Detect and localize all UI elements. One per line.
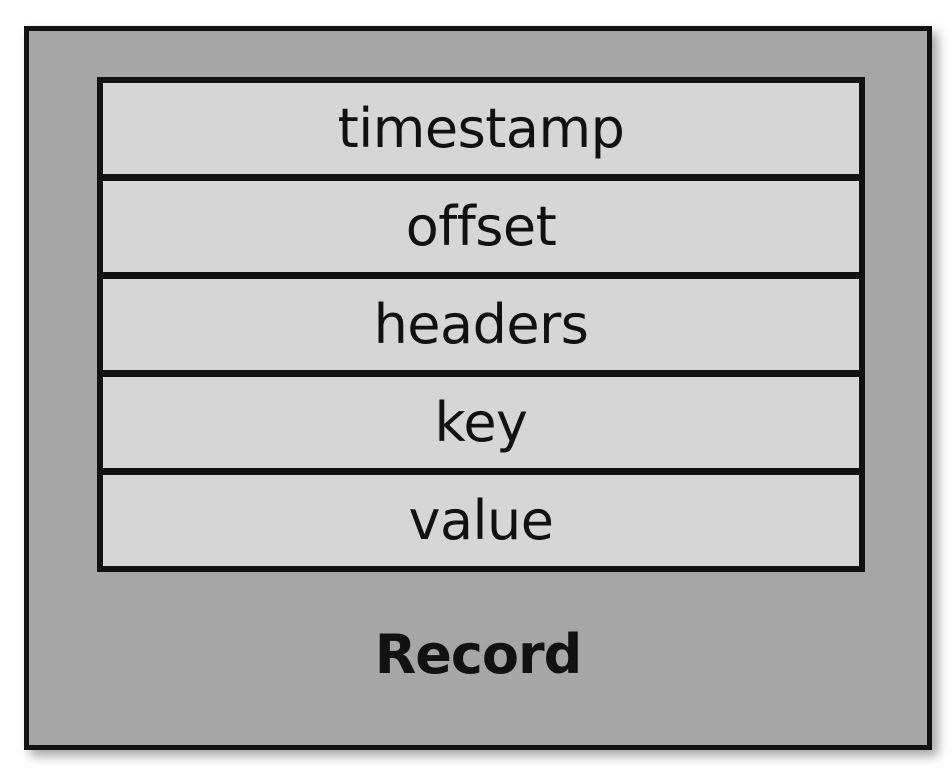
record-box: timestamp offset headers key value Recor… [24, 26, 932, 750]
field-headers: headers [103, 279, 859, 370]
record-label: Record [374, 623, 583, 686]
field-value: value [103, 475, 859, 566]
field-offset: offset [103, 181, 859, 272]
field-timestamp: timestamp [103, 83, 859, 174]
record-fields: timestamp offset headers key value [97, 77, 865, 572]
field-key: key [103, 377, 859, 468]
